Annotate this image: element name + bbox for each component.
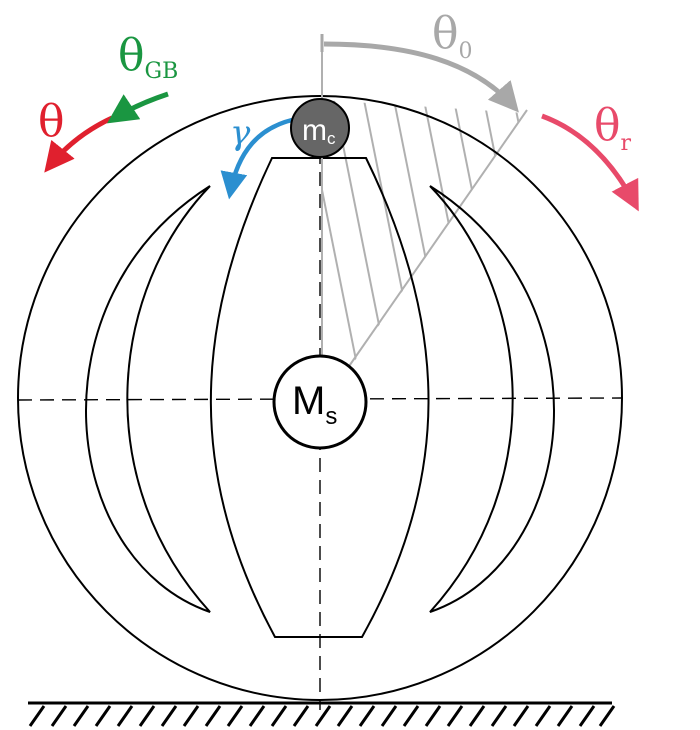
sphere-mass-label: Ms (292, 379, 337, 430)
cart-mass-circle (290, 98, 350, 158)
theta-r-label: θr (594, 100, 632, 156)
theta0-arrow (323, 41, 519, 113)
theta-gb-label: θGB (118, 30, 178, 84)
gamma-arrow (220, 117, 293, 200)
sphere-mass-circle (272, 354, 368, 450)
horizontal-axis (17, 397, 623, 401)
theta-arrow (44, 115, 114, 173)
left-outer-rib (85, 185, 211, 613)
theta-label: θ (38, 96, 65, 147)
central-rib (209, 157, 430, 638)
theta-gb-arrow (107, 91, 169, 124)
theta0-label: θ0 (432, 8, 473, 64)
ground (28, 701, 616, 727)
cart-mass-label: mc (302, 114, 336, 148)
gamma-label: γ (230, 113, 251, 153)
theta-r-arrow (541, 113, 639, 212)
right-outer-rib (429, 185, 555, 613)
